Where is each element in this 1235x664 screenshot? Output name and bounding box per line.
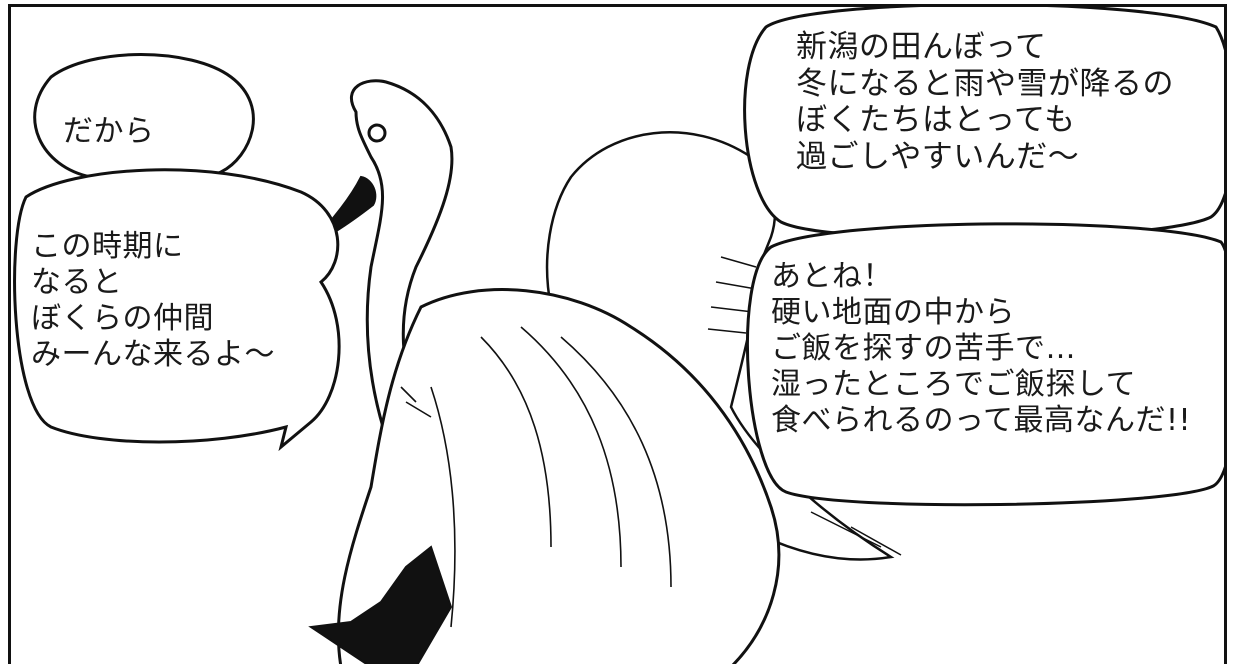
bubble-line: 硬い地面の中から — [771, 295, 1015, 330]
body-feather-lines — [400, 326, 672, 628]
bubble-line: 新潟の田んぼって — [796, 29, 1047, 65]
bubble-line: 食べられるのって最高なんだ!! — [771, 403, 1192, 438]
bubble-line: あとね！ — [771, 259, 893, 294]
wing-feather-lines — [707, 256, 902, 556]
bubble-left-bottom-shape — [13, 168, 341, 452]
comic-panel: だから この時期に なると ぼくらの仲間 みーんな来るよ〜 新潟の田んぼって 冬… — [8, 4, 1227, 664]
bubble-left-bottom: この時期に なると ぼくらの仲間 みーんな来るよ〜 — [31, 229, 275, 373]
swan-eye — [367, 123, 387, 143]
panel-artwork — [13, 7, 1224, 664]
swan-foot — [308, 545, 453, 664]
bubble-right-top: 新潟の田んぼって 冬になると雨や雪が降るの ぼくたちはとっても 過ごしやすいんだ… — [796, 29, 1174, 175]
bubble-line: この時期に — [31, 229, 184, 264]
bubble-line: ぼくらの仲間 — [31, 301, 214, 336]
swan-body — [336, 288, 781, 664]
bubble-line: 冬になると雨や雪が降るの — [796, 65, 1174, 102]
bubble-line: ご飯を探すの苦手で… — [771, 331, 1076, 366]
bubble-line: みーんな来るよ〜 — [31, 337, 275, 372]
bubble-line: 過ごしやすいんだ〜 — [796, 138, 1080, 175]
bubble-right-bottom: あとね！ 硬い地面の中から ご飯を探すの苦手で… 湿ったところでご飯探して 食べ… — [771, 259, 1191, 439]
bubble-line: ぼくたちはとっても — [796, 102, 1076, 139]
bubble-right-bottom-shape — [746, 222, 1224, 507]
bubble-line: なると — [31, 265, 123, 300]
bubble-right-top-shape — [743, 7, 1224, 240]
bubble-left-top: だから — [63, 115, 155, 149]
bubble-line: 湿ったところでご飯探して — [771, 367, 1137, 402]
bubble-line: だから — [63, 114, 155, 149]
